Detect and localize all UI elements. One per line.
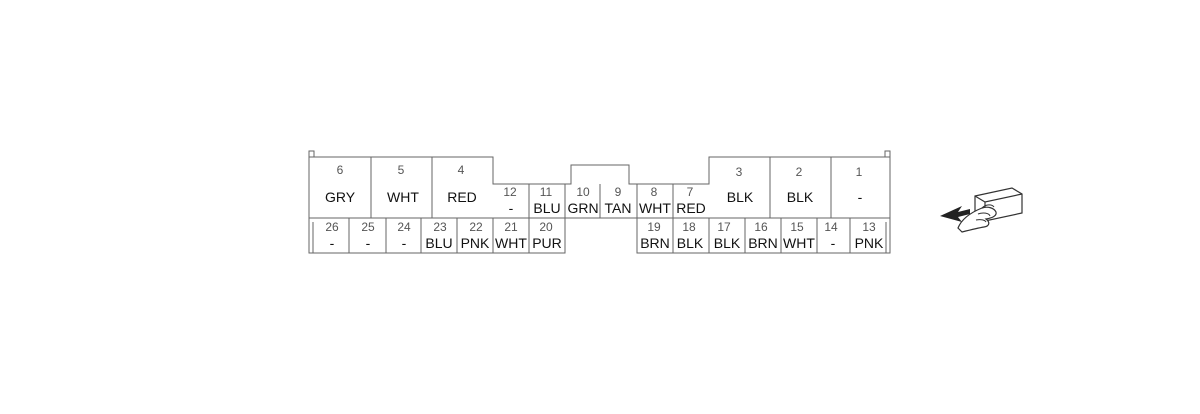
- pin-cell-12: 12 -: [503, 185, 517, 216]
- wire-color-3: BLK: [727, 189, 754, 205]
- pin-cell-15: 15 WHT: [783, 220, 815, 251]
- pin-number-4: 4: [458, 163, 465, 177]
- pin-number-16: 16: [754, 220, 768, 234]
- wire-color-12: -: [509, 200, 514, 216]
- pin-number-19: 19: [647, 220, 661, 234]
- pin-cell-17: 17 BLK: [714, 220, 741, 251]
- pin-number-9: 9: [615, 185, 622, 199]
- wire-color-5: WHT: [387, 189, 419, 205]
- bottom-row: 26 - 25 - 24 - 23 BLU 22 PNK 21 WHT 20 P…: [325, 220, 884, 251]
- pin-number-2: 2: [796, 165, 803, 179]
- wire-color-1: -: [858, 189, 863, 205]
- wire-color-8: WHT: [639, 200, 671, 216]
- pin-number-3: 3: [736, 165, 743, 179]
- pin-cell-16: 16 BRN: [748, 220, 778, 251]
- pin-cell-13: 13 PNK: [855, 220, 884, 251]
- pin-number-18: 18: [682, 220, 696, 234]
- pin-number-21: 21: [504, 220, 518, 234]
- wire-color-4: RED: [447, 189, 477, 205]
- pin-number-1: 1: [856, 165, 863, 179]
- pin-cell-21: 21 WHT: [495, 220, 527, 251]
- wire-color-17: BLK: [714, 235, 741, 251]
- wire-color-25: -: [366, 235, 371, 251]
- wire-color-15: WHT: [783, 235, 815, 251]
- pin-number-7: 7: [687, 185, 694, 199]
- wire-color-16: BRN: [748, 235, 778, 251]
- pin-cell-4: 4 RED: [447, 163, 477, 205]
- wire-color-22: PNK: [461, 235, 490, 251]
- pin-cell-25: 25 -: [361, 220, 375, 251]
- wire-color-2: BLK: [787, 189, 814, 205]
- pin-cell-24: 24 -: [397, 220, 411, 251]
- pin-number-26: 26: [325, 220, 339, 234]
- pin-number-24: 24: [397, 220, 411, 234]
- pin-number-22: 22: [469, 220, 483, 234]
- pin-number-25: 25: [361, 220, 375, 234]
- pin-number-11: 11: [540, 185, 553, 199]
- pin-cell-8: 8 WHT: [639, 185, 671, 216]
- pin-number-20: 20: [539, 220, 553, 234]
- pin-cell-22: 22 PNK: [461, 220, 490, 251]
- pin-cell-2: 2 BLK: [787, 165, 814, 205]
- wire-color-23: BLU: [425, 235, 452, 251]
- pin-cell-7: 7 RED: [676, 185, 706, 216]
- pin-cell-19: 19 BRN: [640, 220, 670, 251]
- pin-number-12: 12: [503, 185, 517, 199]
- pin-number-15: 15: [790, 220, 804, 234]
- pin-number-17: 17: [717, 220, 731, 234]
- wire-color-20: PUR: [532, 235, 562, 251]
- wire-color-21: WHT: [495, 235, 527, 251]
- connector-housing: [308, 150, 891, 254]
- pin-number-10: 10: [576, 185, 590, 199]
- wire-color-18: BLK: [677, 235, 704, 251]
- pin-cell-1: 1 -: [856, 165, 863, 205]
- pin-cell-9: 9 TAN: [605, 185, 632, 216]
- wire-color-26: -: [330, 235, 335, 251]
- pin-cell-18: 18 BLK: [677, 220, 704, 251]
- wire-color-19: BRN: [640, 235, 670, 251]
- pin-number-13: 13: [862, 220, 876, 234]
- pin-number-5: 5: [398, 163, 405, 177]
- wire-color-24: -: [402, 235, 407, 251]
- pin-number-14: 14: [824, 220, 838, 234]
- pin-cell-3: 3 BLK: [727, 165, 754, 205]
- pin-cell-10: 10 GRN: [567, 185, 598, 216]
- wire-color-11: BLU: [533, 200, 560, 216]
- wire-color-7: RED: [676, 200, 706, 216]
- pin-cell-20: 20 PUR: [532, 220, 562, 251]
- pin-cell-5: 5 WHT: [387, 163, 419, 205]
- pin-cell-26: 26 -: [325, 220, 339, 251]
- wire-color-6: GRY: [325, 189, 356, 205]
- wire-color-9: TAN: [605, 200, 632, 216]
- top-row: 6 GRY 5 WHT 4 RED 12 - 11 BLU 10 GRN 9 T…: [325, 163, 863, 216]
- wire-color-13: PNK: [855, 235, 884, 251]
- pin-cell-14: 14 -: [824, 220, 838, 251]
- wire-color-14: -: [831, 235, 836, 251]
- pin-cell-23: 23 BLU: [425, 220, 452, 251]
- pin-number-23: 23: [433, 220, 447, 234]
- wire-color-10: GRN: [567, 200, 598, 216]
- pin-cell-6: 6 GRY: [325, 163, 356, 205]
- hand-pointing-connector-icon: [940, 187, 1023, 233]
- pin-cell-11: 11 BLU: [533, 185, 560, 216]
- pin-number-8: 8: [651, 185, 658, 199]
- pin-number-6: 6: [337, 163, 344, 177]
